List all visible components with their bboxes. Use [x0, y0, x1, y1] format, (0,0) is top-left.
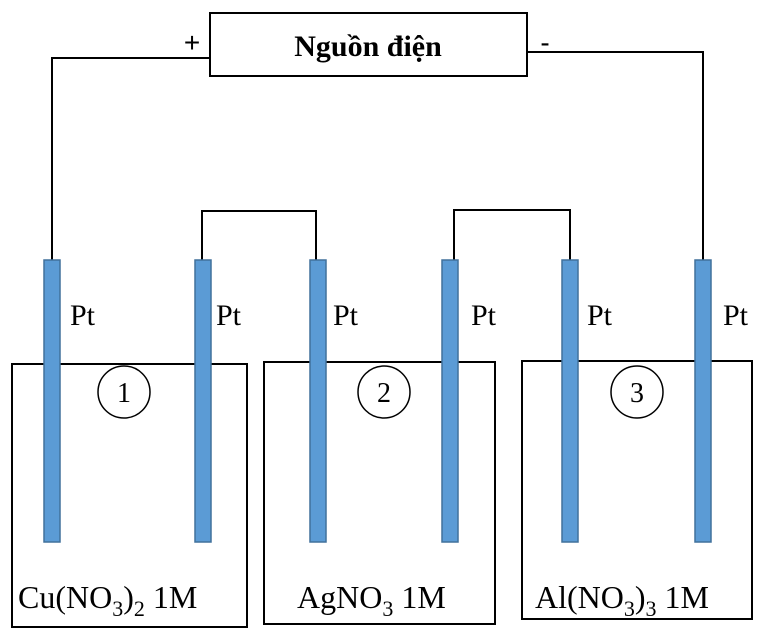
positive-terminal-sign: + [184, 27, 200, 58]
electrode-label: Pt [333, 299, 359, 332]
bridge-wire-1-2 [201, 210, 317, 262]
power-source-box [209, 12, 528, 77]
cell-3: 3 Al(NO3)3 1M [521, 360, 753, 621]
cell-2: 2 AgNO3 1M [263, 361, 496, 625]
positive-wire [51, 57, 210, 262]
power-source-label: Nguồn điện [294, 30, 442, 63]
electrode-label: Pt [587, 299, 613, 332]
electrode-label: Pt [216, 299, 242, 332]
electrode-3-anode [561, 259, 579, 543]
electrode-label: Pt [70, 299, 96, 332]
negative-terminal-sign: - [540, 27, 549, 58]
bridge-wire-2-3 [453, 209, 571, 262]
cell-number: 3 [630, 378, 644, 409]
solution-label: AgNO3 1M [297, 579, 446, 621]
electrode-1-anode [43, 259, 61, 543]
electrode-1-cathode [194, 259, 212, 543]
cell-number-circle [357, 365, 411, 419]
electrode-2-cathode [441, 259, 459, 543]
electrode-2-anode [309, 259, 327, 543]
electrode-label: Pt [471, 299, 497, 332]
negative-wire [527, 51, 704, 262]
electrode-label: Pt [723, 299, 749, 332]
solution-label: Al(NO3)3 1M [535, 579, 709, 621]
cell-number-circle [97, 365, 151, 419]
cell-number-circle [610, 365, 664, 419]
solution-label: Cu(NO3)2 1M [18, 579, 197, 621]
electrode-3-cathode [694, 259, 712, 543]
cell-number: 2 [377, 378, 391, 409]
cell-number: 1 [117, 378, 131, 409]
